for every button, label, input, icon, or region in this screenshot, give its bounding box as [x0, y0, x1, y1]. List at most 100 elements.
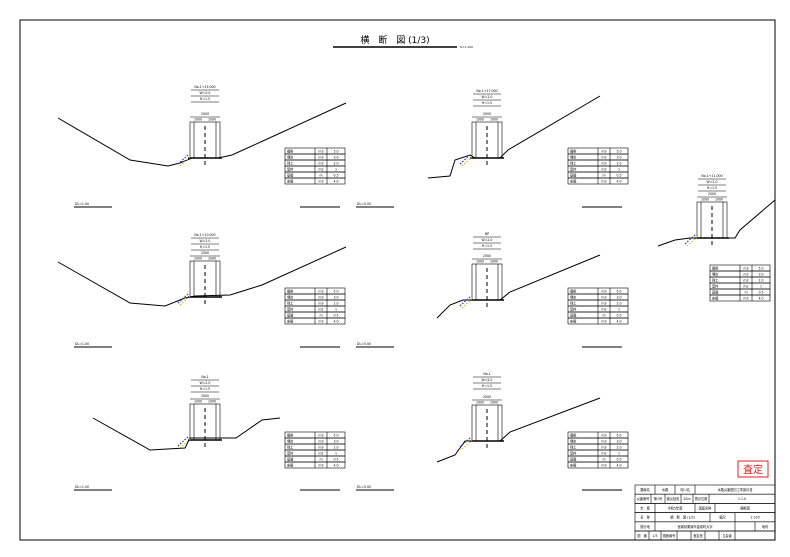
- dimension-half-right: 1000: [490, 118, 498, 122]
- table-cell: 残土: [712, 278, 719, 283]
- table-cell: 5.0: [616, 150, 621, 154]
- sheet-border: [19, 19, 776, 541]
- dimension-half-right: 1000: [208, 118, 216, 122]
- table-cell: m3: [318, 180, 323, 184]
- datum-label: DL=1.00: [75, 485, 89, 489]
- table-cell: m3: [318, 464, 323, 468]
- table-cell: 0.5: [616, 174, 621, 178]
- slope-protection: [177, 154, 189, 165]
- table-cell: m: [319, 458, 322, 462]
- dimension-half-right: 1000: [490, 401, 498, 405]
- table-cell: 型枠: [287, 307, 294, 312]
- table-cell: m3: [318, 446, 323, 450]
- table-cell: 1: [760, 285, 762, 289]
- table-cell: m3: [601, 302, 606, 306]
- table-cell: m2: [601, 308, 606, 312]
- table-cell: 床掘: [570, 319, 576, 324]
- title-block-cell: 被災延長: [667, 496, 681, 501]
- ground-line: [657, 199, 776, 247]
- table-cell: 型枠: [570, 167, 577, 172]
- dimension-width: 2000: [483, 112, 491, 116]
- title-block-cell: 立会者: [722, 533, 732, 538]
- table-cell: 3.0: [616, 296, 621, 300]
- slope-protection: [686, 236, 698, 247]
- table-cell: 基礎: [287, 313, 294, 318]
- slope-protection: [461, 439, 473, 450]
- table-cell: m3: [318, 296, 323, 300]
- table-cell: 0.5: [333, 174, 338, 178]
- section-height-label: H=1.5: [200, 387, 210, 391]
- table-cell: 埋戻: [570, 155, 577, 160]
- table-cell: 4.0: [616, 464, 621, 468]
- table-cell: 0.5: [616, 314, 621, 318]
- table-cell: m3: [601, 320, 606, 324]
- table-cell: m: [319, 174, 322, 178]
- table-cell: m: [602, 174, 605, 178]
- datum-label: DL=5.00: [357, 485, 371, 489]
- dimension-half-right: 1000: [490, 260, 498, 264]
- section-width-label: W=2.0: [200, 239, 211, 243]
- table-cell: 掘削: [287, 289, 293, 294]
- title-block-cell: 20m: [683, 497, 690, 501]
- drawing-title: 横 断 図 (1/3): [360, 34, 429, 46]
- title-block-row: [634, 484, 776, 495]
- table-cell: 2.0: [333, 162, 338, 166]
- table-cell: 4.0: [616, 180, 621, 184]
- section-height-label: H=1.5: [200, 97, 210, 101]
- table-cell: m3: [318, 434, 323, 438]
- table-cell: m3: [318, 320, 323, 324]
- table-cell: 埋戻: [570, 439, 577, 444]
- table-cell: 4.0: [333, 180, 338, 184]
- ground-line: [92, 417, 281, 451]
- station-label: No.1+10.000: [194, 233, 215, 237]
- table-cell: 3.0: [333, 296, 338, 300]
- title-block-cell: 横断図: [740, 505, 750, 510]
- title-block-cell: 令和5年度: [668, 505, 684, 510]
- table-cell: 型枠: [712, 284, 719, 289]
- table-cell: 3.0: [333, 156, 338, 160]
- title-block-cell: 第1号: [654, 496, 662, 501]
- table-cell: 3.0: [616, 440, 621, 444]
- table-cell: m2: [601, 452, 606, 456]
- table-cell: 5.0: [333, 434, 338, 438]
- table-cell: 5.0: [333, 150, 338, 154]
- table-cell: 基礎: [287, 173, 294, 178]
- table-cell: 5.0: [758, 267, 763, 271]
- table-cell: 基礎: [570, 173, 577, 178]
- table-cell: 0.5: [333, 458, 338, 462]
- table-cell: 床掘: [570, 463, 576, 468]
- datum-label: DL=5.00: [357, 202, 371, 206]
- station-label: BP: [485, 232, 489, 236]
- datum-label: DL=1.00: [75, 202, 89, 206]
- table-cell: m3: [601, 464, 606, 468]
- table-cell: 2.0: [616, 446, 621, 450]
- slope-protection: [179, 295, 191, 306]
- table-cell: m3: [318, 440, 323, 444]
- station-label: No.1: [483, 372, 490, 376]
- table-cell: m2: [743, 285, 748, 289]
- table-cell: 掘削: [287, 149, 293, 154]
- table-cell: m3: [601, 150, 606, 154]
- table-cell: m3: [601, 156, 606, 160]
- table-cell: 4.0: [616, 320, 621, 324]
- table-cell: m3: [318, 290, 323, 294]
- title-block-cell: 横 断 図 (1/3): [670, 515, 695, 520]
- title-block-cell: 路線名: [640, 487, 650, 492]
- table-cell: m2: [318, 308, 323, 312]
- table-cell: 埋戻: [287, 439, 294, 444]
- table-cell: 2.0: [758, 279, 763, 283]
- dimension-half-right: 1000: [208, 257, 216, 261]
- title-block-cell: 1:100: [750, 516, 759, 520]
- title-block-cell: 宮城県栗原市金成町大字: [677, 524, 712, 529]
- section-height-label: H=1.5: [200, 245, 210, 249]
- table-cell: 基礎: [287, 457, 294, 462]
- dimension-half-right: 1000: [715, 198, 723, 202]
- table-cell: 5.0: [616, 434, 621, 438]
- dimension-width: 2000: [483, 395, 491, 399]
- ground-line: [427, 95, 601, 179]
- title-block-cell: 河川名: [680, 487, 690, 492]
- table-cell: 4.0: [333, 464, 338, 468]
- table-cell: 掘削: [570, 289, 576, 294]
